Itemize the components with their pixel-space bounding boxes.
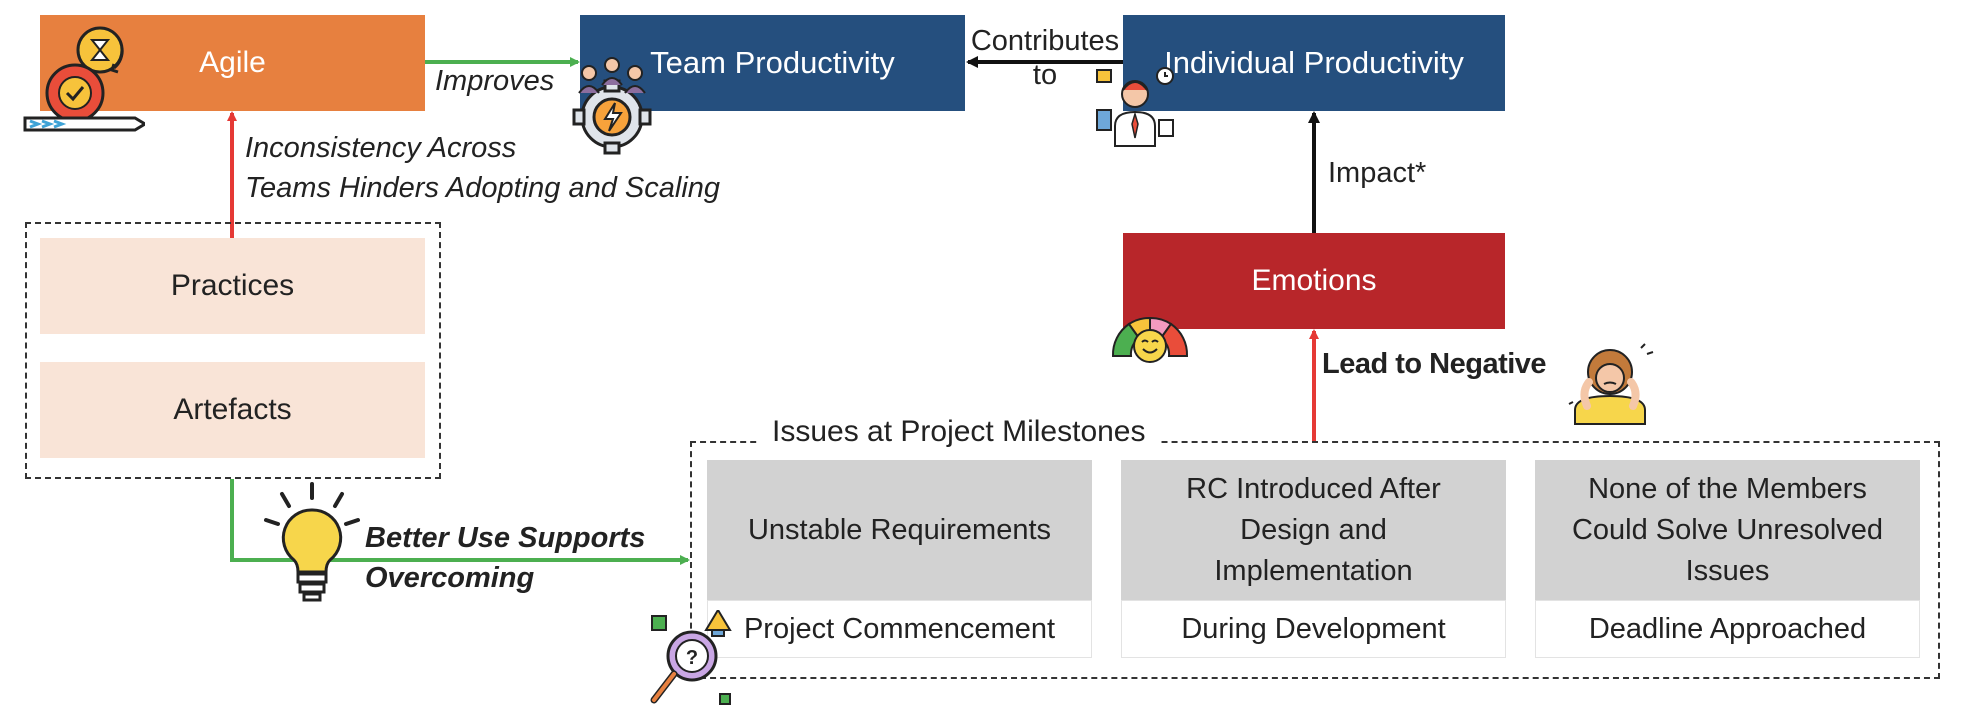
issue-box: Unstable Requirements [707, 460, 1092, 600]
contributes-label-line2: to [1032, 59, 1058, 91]
issue-column: RC Introduced After Design and Implement… [1121, 460, 1506, 658]
agile-cycle-icon [23, 26, 145, 132]
issue-box: None of the Members Could Solve Unresolv… [1535, 460, 1920, 600]
emotions-label: Emotions [1251, 264, 1377, 297]
team-gear-icon [572, 57, 652, 155]
artefacts-label: Artefacts [173, 393, 292, 426]
multitasking-person-icon [1096, 67, 1174, 147]
team-productivity-node: Team Productivity [580, 15, 965, 111]
agile-label: Agile [199, 46, 266, 79]
stressed-person-icon [1568, 343, 1654, 425]
lightbulb-icon [264, 482, 360, 602]
issue-column: None of the Members Could Solve Unresolv… [1535, 460, 1920, 658]
svg-text:?: ? [686, 647, 698, 669]
lead-to-negative-label: Lead to Negative [1322, 348, 1547, 380]
contributes-label-line1: Contributes [970, 25, 1120, 57]
improves-label: Improves [435, 65, 555, 97]
individual-productivity-label: Individual Productivity [1164, 45, 1464, 80]
better-use-arrow [230, 479, 690, 565]
better-use-label-line1: Better Use Supports [365, 522, 646, 554]
phase-label: Project Commencement [707, 600, 1092, 658]
individual-productivity-node: Individual Productivity [1123, 15, 1505, 111]
inconsistency-label-line2: Teams Hinders Adopting and Scaling [245, 172, 721, 204]
issue-line: RC Introduced After [1186, 472, 1441, 505]
phase-text: During Development [1181, 612, 1446, 645]
team-productivity-label: Team Productivity [650, 45, 895, 80]
phase-text: Deadline Approached [1588, 612, 1867, 645]
issues-group-title: Issues at Project Milestones [760, 415, 1158, 449]
magnifier-question-icon: ? [650, 610, 732, 705]
issue-line: Design and [1240, 513, 1387, 546]
artefacts-node: Artefacts [40, 362, 425, 458]
contributes-label: Contributes to [970, 24, 1120, 92]
impact-label: Impact* [1328, 157, 1427, 189]
emotions-node: Emotions [1123, 233, 1505, 329]
practices-label: Practices [170, 269, 295, 302]
phase-text: Project Commencement [743, 612, 1056, 645]
better-use-label: Better Use Supports Overcoming [365, 518, 645, 598]
issues-group [690, 441, 1940, 679]
issue-column: Unstable Requirements Project Commenceme… [707, 460, 1092, 658]
inconsistency-label: Inconsistency Across Teams Hinders Adopt… [245, 128, 720, 208]
emotion-gauge-icon [1111, 316, 1189, 363]
inconsistency-label-line1: Inconsistency Across [245, 132, 517, 164]
issue-line: Unstable Requirements [747, 513, 1052, 546]
better-use-label-line2: Overcoming [365, 562, 535, 594]
phase-label: Deadline Approached [1535, 600, 1920, 658]
issue-line: Could Solve Unresolved [1571, 513, 1884, 546]
practices-node: Practices [40, 238, 425, 334]
phase-label: During Development [1121, 600, 1506, 658]
issue-box: RC Introduced After Design and Implement… [1121, 460, 1506, 600]
issue-line: Implementation [1214, 554, 1413, 587]
agile-elements-group [25, 222, 441, 479]
issue-line: None of the Members [1588, 472, 1867, 505]
issue-line: Issues [1685, 554, 1770, 587]
